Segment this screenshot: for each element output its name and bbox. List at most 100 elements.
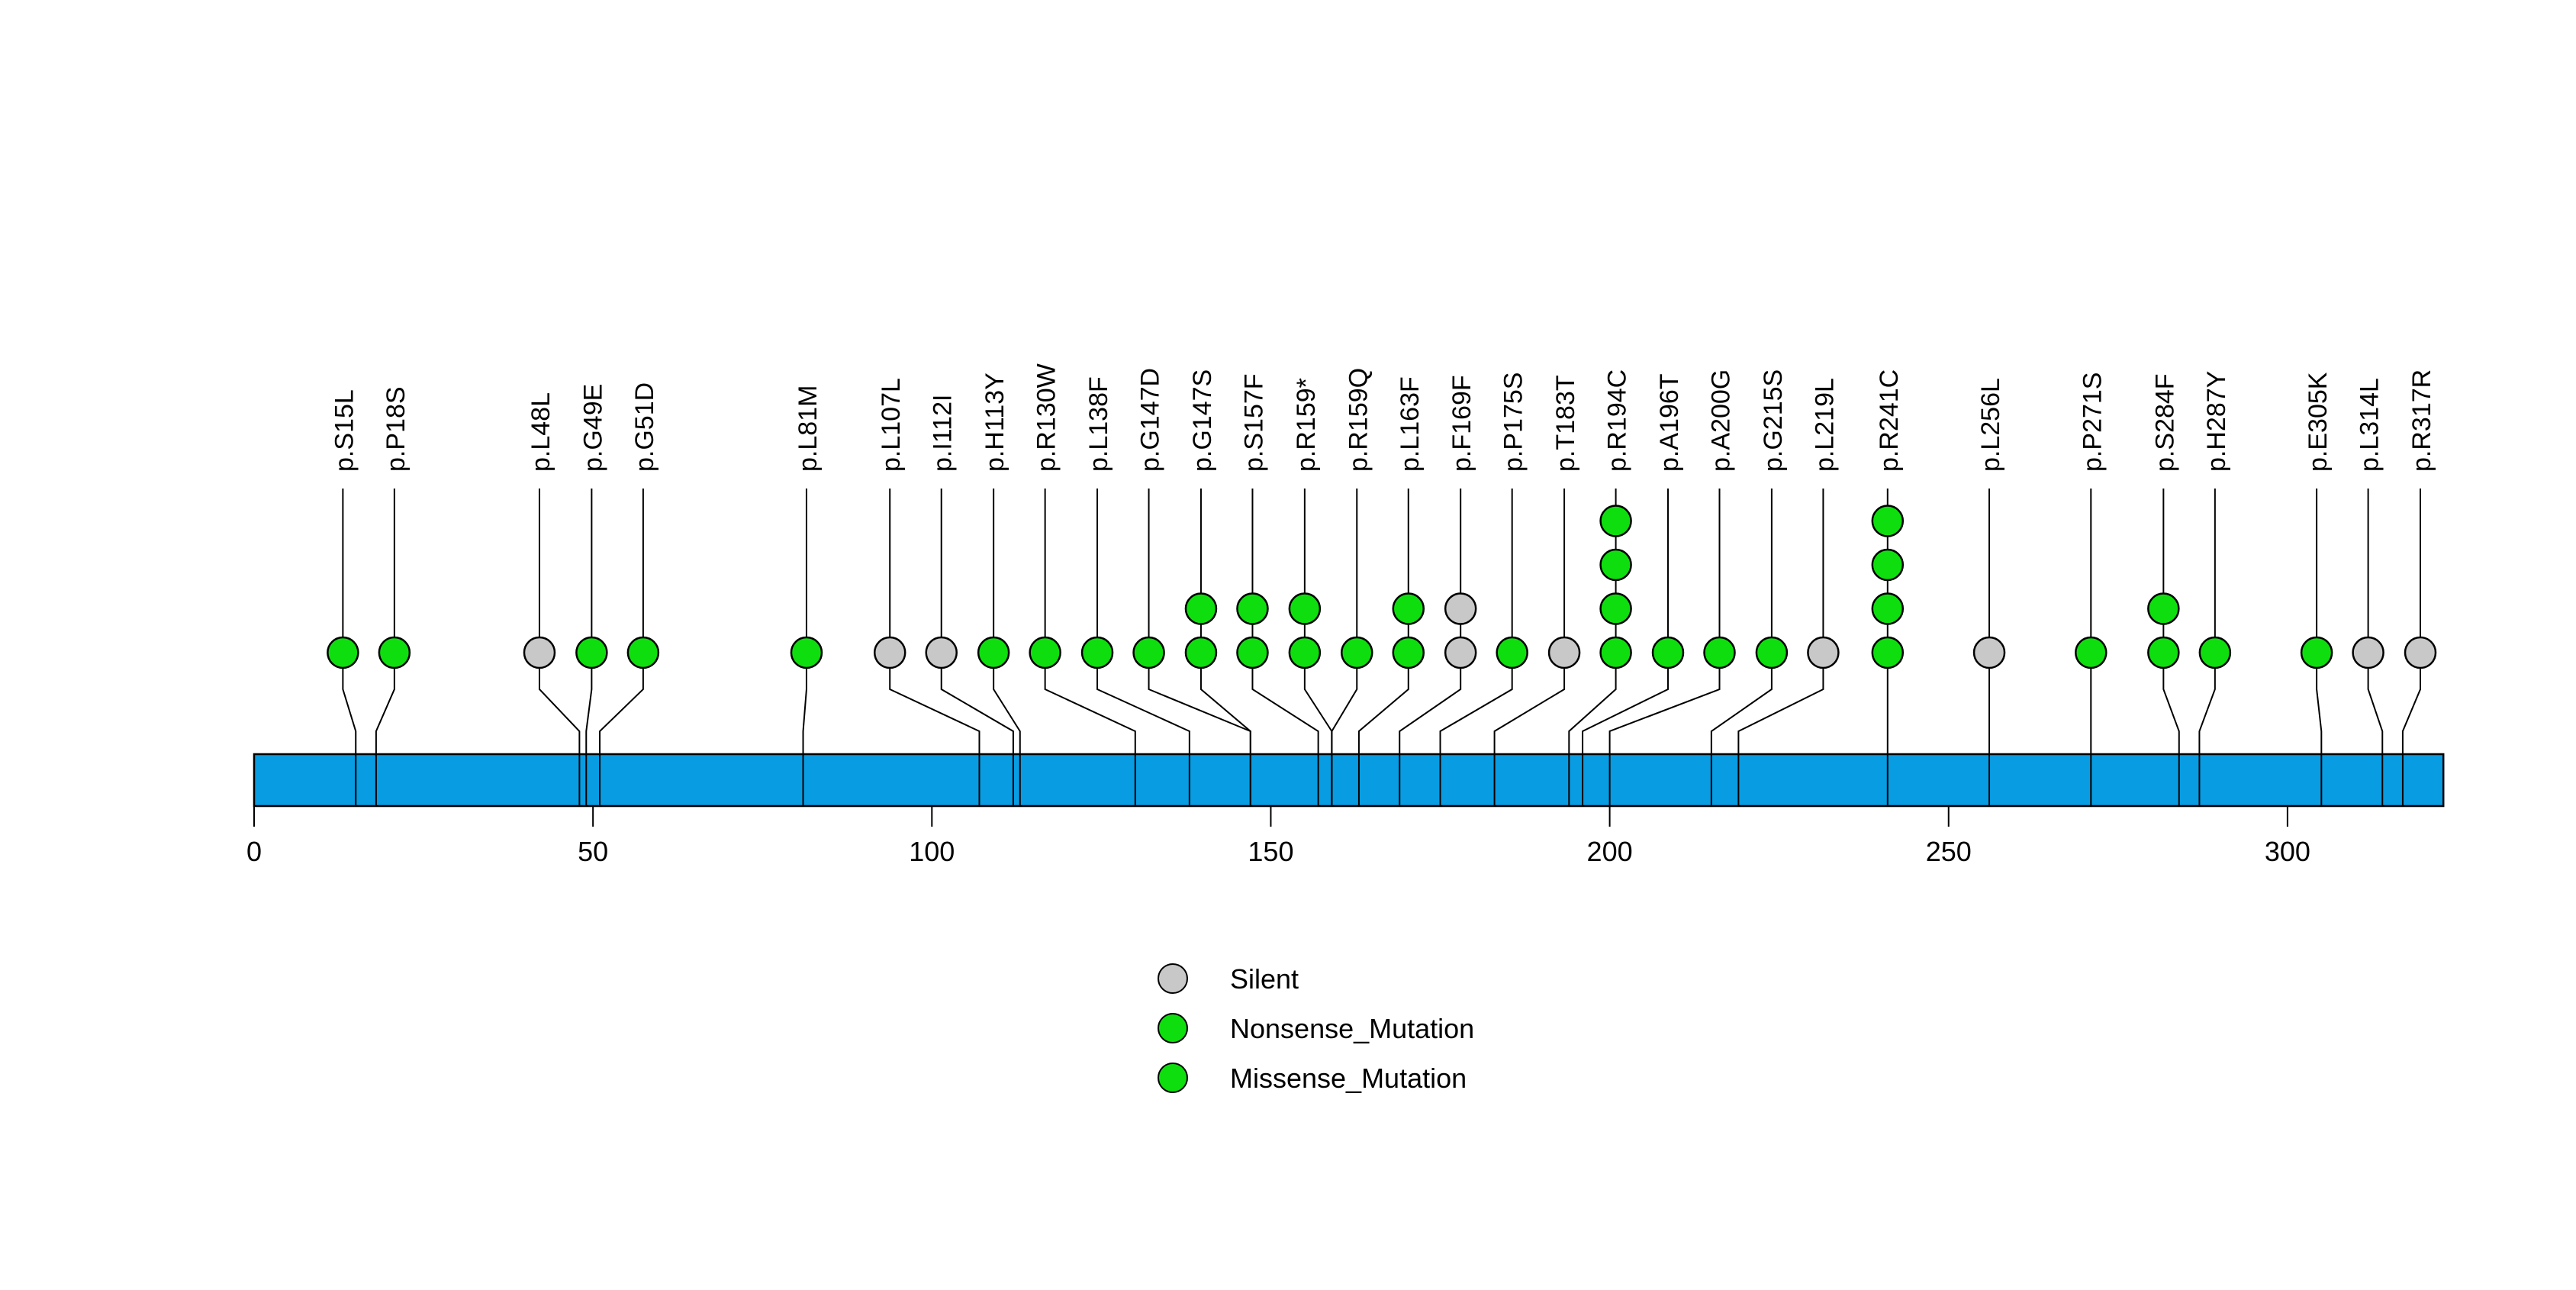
- mutation-circle: [378, 636, 411, 669]
- mutation-circle: [1444, 636, 1477, 669]
- mutation-label: p.G147S: [1188, 369, 1217, 472]
- mutation-label: p.R130W: [1032, 363, 1061, 472]
- mutation-circle: [873, 636, 906, 669]
- mutation-circle: [1184, 592, 1218, 625]
- mutation-circle: [1599, 592, 1632, 625]
- mutation-label: p.S284F: [2150, 373, 2179, 472]
- mutation-connector: [1399, 489, 1462, 806]
- mutation-label: p.R194C: [1603, 369, 1632, 472]
- mutation-circle: [1599, 548, 1632, 582]
- mutation-circle: [2352, 636, 2384, 669]
- axis-tick-label: 250: [1926, 836, 1972, 867]
- mutation-connector: [2198, 489, 2216, 806]
- mutation-circle: [1807, 636, 1840, 669]
- mutation-connector: [2367, 489, 2384, 806]
- mutation-label: p.L107L: [877, 378, 906, 472]
- mutation-connector: [1331, 489, 1358, 806]
- mutation-connector: [599, 489, 644, 806]
- mutation-circle: [1029, 636, 1061, 669]
- mutation-circle: [2075, 636, 2107, 669]
- mutation-circle: [1547, 636, 1581, 669]
- protein-backbone: [254, 754, 2444, 806]
- mutation-label: p.R241C: [1875, 369, 1904, 472]
- mutation-connector: [2316, 489, 2323, 806]
- mutation-circle: [1288, 592, 1322, 625]
- mutation-connector: [585, 489, 593, 806]
- mutation-connector: [1251, 489, 1319, 806]
- mutation-connector: [2401, 489, 2422, 806]
- mutation-circle: [1703, 636, 1736, 669]
- mutation-connector: [1493, 489, 1566, 806]
- mutation-connector: [940, 489, 1014, 806]
- axis-tick-label: 100: [909, 836, 955, 867]
- mutation-label: p.S157F: [1239, 373, 1268, 472]
- axis-tick-label: 300: [2265, 836, 2310, 867]
- axis-tick-label: 0: [246, 836, 262, 867]
- mutation-circle: [925, 636, 958, 669]
- legend-swatch: [1158, 1063, 1188, 1093]
- protein-backbone-border: [253, 753, 2445, 808]
- mutation-circle: [1755, 636, 1789, 669]
- mutation-label: p.T183T: [1551, 375, 1580, 472]
- mutation-connector: [1357, 489, 1409, 806]
- mutation-circle: [1236, 636, 1269, 669]
- legend-label: Silent: [1230, 963, 1299, 995]
- mutation-circle: [1599, 505, 1632, 537]
- mutation-circle: [1871, 592, 1905, 625]
- mutation-label: p.L256L: [1976, 378, 2005, 472]
- axis-tick-label: 150: [1248, 836, 1293, 867]
- mutation-connector: [993, 489, 1021, 806]
- mutation-circle: [1599, 636, 1632, 669]
- mutation-label: p.R159*: [1292, 378, 1321, 472]
- mutation-circle: [1972, 636, 2006, 669]
- mutation-connector: [802, 489, 807, 806]
- mutation-connector: [1044, 489, 1136, 806]
- mutation-circle: [1236, 592, 1269, 625]
- mutation-circle: [2147, 636, 2180, 669]
- mutation-connector: [1568, 489, 1617, 806]
- mutation-connector: [1710, 489, 1773, 806]
- mutation-label: p.G49E: [578, 384, 607, 472]
- mutation-circle: [626, 636, 660, 669]
- mutation-label: p.G215S: [1759, 369, 1788, 472]
- mutation-circle: [1651, 636, 1685, 669]
- mutation-label: p.S15L: [330, 389, 359, 472]
- legend-label: Missense_Mutation: [1230, 1063, 1467, 1094]
- mutation-connector: [2162, 489, 2180, 806]
- mutation-connector: [538, 489, 581, 806]
- mutation-label: p.F169F: [1447, 375, 1476, 472]
- mutation-circle: [1184, 636, 1218, 669]
- mutation-label: p.L138F: [1084, 376, 1113, 472]
- mutation-label: p.E305K: [2304, 372, 2333, 472]
- mutation-circle: [2147, 592, 2180, 625]
- legend-label: Nonsense_Mutation: [1230, 1013, 1474, 1044]
- mutation-connector: [342, 489, 357, 806]
- mutation-connector: [1096, 489, 1190, 806]
- mutation-label: p.R317R: [2407, 369, 2436, 472]
- mutation-circle: [2404, 636, 2437, 669]
- legend-swatch: [1158, 1013, 1188, 1043]
- mutation-connector: [1608, 489, 1721, 806]
- mutation-circle: [1871, 548, 1905, 582]
- mutation-circle: [523, 636, 556, 669]
- mutation-circle: [1288, 636, 1322, 669]
- mutation-label: p.L163F: [1396, 376, 1425, 472]
- mutation-circle: [1392, 592, 1425, 625]
- mutation-label: p.H113Y: [980, 372, 1009, 472]
- mutation-circle: [575, 636, 608, 669]
- mutation-connector: [375, 489, 395, 806]
- mutation-label: p.H287Y: [2202, 371, 2231, 472]
- mutation-label: p.A196T: [1655, 373, 1684, 472]
- mutation-connector: [1199, 489, 1251, 806]
- axis-tick-label: 200: [1587, 836, 1633, 867]
- mutation-connector: [1737, 489, 1824, 806]
- mutation-circle: [1132, 636, 1165, 669]
- mutation-circle: [1496, 636, 1528, 669]
- mutation-circle: [977, 636, 1010, 669]
- mutation-label: p.A200G: [1707, 369, 1736, 472]
- mutation-circle: [1392, 636, 1425, 669]
- mutation-circle: [2198, 636, 2232, 669]
- mutation-circle: [1871, 505, 1905, 537]
